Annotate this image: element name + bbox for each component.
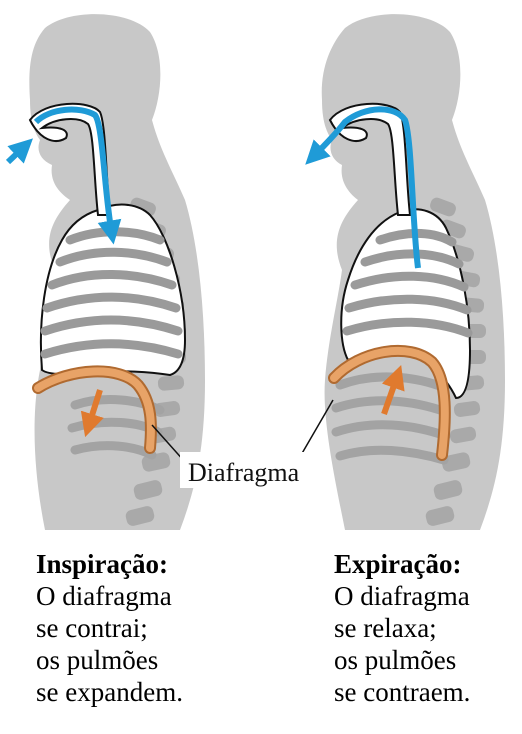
diaphragm-arrow-down: [80, 389, 104, 438]
expiration-line-4: se contraem.: [334, 677, 471, 707]
diaphragm-pointer-right: [296, 399, 334, 463]
diaphragm-right: [330, 346, 449, 459]
diaphragm-label-background: [180, 452, 320, 488]
expiration-line-3: os pulmões: [334, 645, 457, 675]
airway-left: [28, 102, 112, 216]
inspiration-caption: Inspiração: O diafragma se contrai; os p…: [36, 548, 183, 708]
inspiration-title: Inspiração:: [36, 549, 169, 579]
lung-left: [39, 203, 187, 377]
inspiration-line-3: os pulmões: [36, 645, 159, 675]
lower-ribs-right: [331, 372, 451, 465]
airflow-arrow-out: [305, 106, 421, 269]
inspiration-figure: [5, 14, 206, 530]
diaphragm-label: Diafragma: [188, 458, 300, 487]
inspiration-line-2: se contrai;: [36, 613, 148, 643]
diaphragm-left-fill: [34, 367, 155, 452]
expiration-caption: Expiração: O diafragma se relaxa; os pul…: [334, 548, 470, 708]
spine-right: [425, 197, 486, 526]
airflow-arrow-entry: [5, 138, 33, 165]
diaphragm-pointer-left: [151, 424, 186, 463]
ribs-left: [40, 227, 183, 359]
inspiration-line-4: se expandem.: [36, 677, 183, 707]
diaphragm-arrow-up: [381, 364, 405, 415]
expiration-line-2: se relaxa;: [334, 613, 437, 643]
expiration-line-1: O diafragma: [334, 581, 470, 611]
expiration-figure: [296, 14, 505, 530]
airflow-arrow-in: [33, 106, 122, 245]
inspiration-line-1: O diafragma: [36, 581, 172, 611]
expiration-title: Expiração:: [334, 549, 462, 579]
ribs-right: [342, 228, 473, 338]
